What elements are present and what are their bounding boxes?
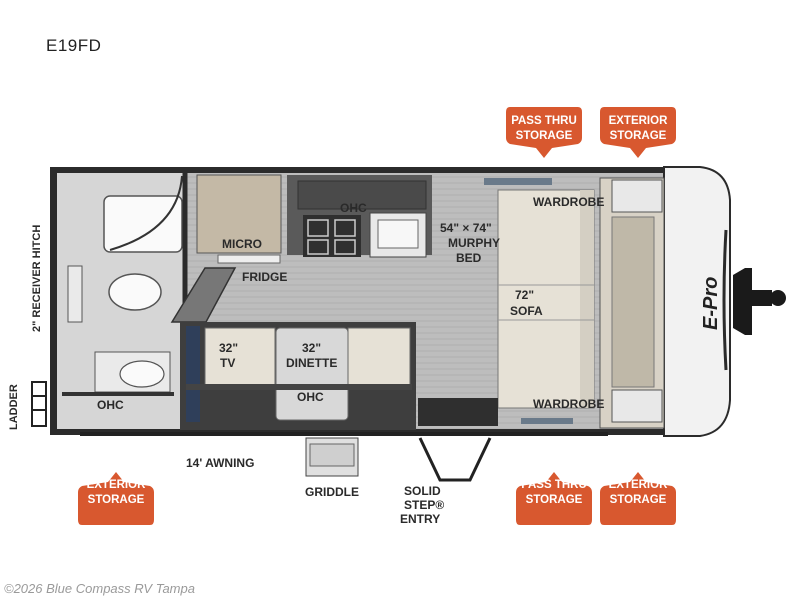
label-ladder: LADDER bbox=[8, 384, 20, 430]
label-ohc-dinette: OHC bbox=[297, 390, 324, 404]
label-tv: TV bbox=[220, 356, 236, 370]
label-fridge: FRIDGE bbox=[242, 270, 288, 284]
front-storage-bed bbox=[599, 177, 665, 429]
badge-bottom-pass-thru: PASS THRU STORAGE bbox=[514, 470, 594, 534]
label-wardrobe-bottom: WARDROBE bbox=[533, 397, 605, 411]
label-dinette-size: 32" bbox=[302, 341, 322, 355]
watermark: ©2026 Blue Compass RV Tampa bbox=[4, 581, 195, 596]
label-sofa: SOFA bbox=[510, 304, 543, 318]
label-sofa-size: 72" bbox=[515, 288, 535, 302]
label-ohc-top: OHC bbox=[340, 201, 367, 215]
label-awning: 14' AWNING bbox=[186, 456, 255, 470]
dinette bbox=[180, 322, 416, 430]
badge-bottom-exterior-left: EXTERIOR STORAGE bbox=[76, 470, 156, 534]
badge-text-line1: PASS THRU bbox=[521, 479, 587, 491]
label-tv-size: 32" bbox=[219, 341, 239, 355]
badge-shape bbox=[506, 107, 582, 158]
front-cap bbox=[663, 166, 731, 437]
badge-text-line2: STORAGE bbox=[609, 494, 667, 506]
badge-shape bbox=[600, 472, 676, 525]
label-entry-2: STEP® bbox=[404, 498, 445, 512]
label-entry-1: SOLID bbox=[404, 484, 441, 498]
label-wardrobe-top: WARDROBE bbox=[533, 195, 605, 209]
badge-text-line1: PASS THRU bbox=[511, 115, 577, 127]
label-receiver-hitch: 2" RECEIVER HITCH bbox=[31, 224, 43, 332]
badge-text-line1: EXTERIOR bbox=[608, 115, 668, 127]
label-ohc-bath: OHC bbox=[97, 398, 124, 412]
galley bbox=[287, 175, 432, 258]
badge-text-line1: EXTERIOR bbox=[608, 479, 668, 491]
murphy-sofa bbox=[484, 178, 595, 424]
badge-text-line2: STORAGE bbox=[525, 494, 583, 506]
badge-text-line2: STORAGE bbox=[87, 494, 145, 506]
hitch bbox=[733, 268, 786, 335]
model-title: E19FD bbox=[46, 36, 102, 55]
badge-bottom-exterior-right: EXTERIOR STORAGE bbox=[598, 470, 678, 534]
entry-step bbox=[418, 398, 498, 426]
label-murphy-size: 54" × 74" bbox=[440, 221, 492, 235]
badge-shape bbox=[516, 472, 592, 525]
micro-cabinet bbox=[196, 174, 282, 264]
griddle-shape bbox=[305, 437, 359, 477]
badge-text-line2: STORAGE bbox=[609, 130, 667, 142]
entry-door bbox=[418, 437, 492, 482]
label-murphy: MURPHY bbox=[448, 236, 501, 250]
label-bed: BED bbox=[456, 251, 482, 265]
badge-top-exterior: EXTERIOR STORAGE bbox=[598, 104, 678, 168]
badge-text-line2: STORAGE bbox=[515, 130, 573, 142]
label-griddle: GRIDDLE bbox=[305, 485, 359, 499]
bathroom bbox=[57, 173, 188, 429]
label-dinette: DINETTE bbox=[286, 356, 338, 370]
badge-shape bbox=[600, 107, 676, 158]
brand-logo: E-Pro bbox=[700, 276, 722, 330]
badge-top-pass-thru: PASS THRU STORAGE bbox=[504, 104, 584, 168]
awning-line bbox=[80, 432, 608, 436]
label-micro: MICRO bbox=[222, 237, 262, 251]
badge-text-line1: EXTERIOR bbox=[86, 479, 146, 491]
label-entry-3: ENTRY bbox=[400, 512, 441, 526]
ladder bbox=[31, 381, 47, 427]
badge-shape bbox=[78, 472, 154, 525]
